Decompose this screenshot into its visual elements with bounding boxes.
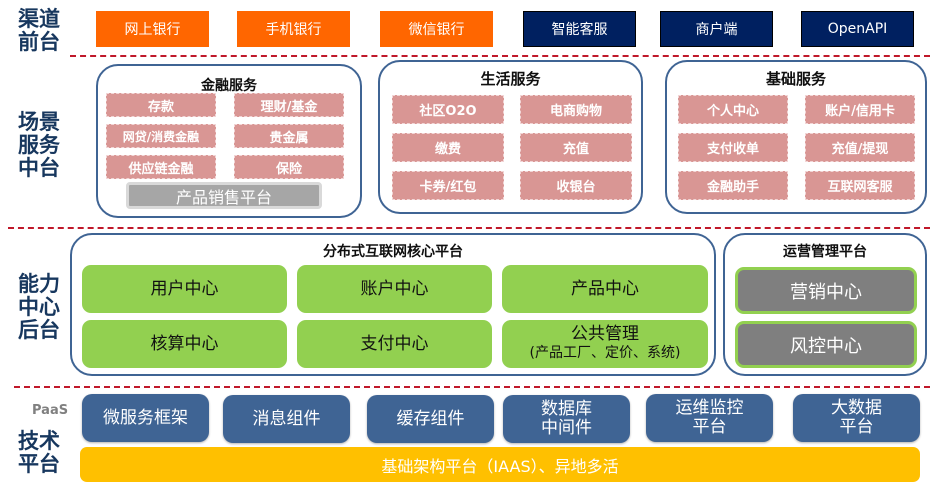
module-label: 用户中心 bbox=[150, 278, 219, 299]
group-ops-platform: 运营管理平台 营销中心 风控中心 bbox=[723, 233, 927, 376]
service-item[interactable]: 金融助手 bbox=[678, 171, 788, 200]
service-item[interactable]: 互联网客服 bbox=[805, 171, 915, 200]
group-title: 基础服务 bbox=[765, 70, 826, 88]
component-label: 微服务框架 bbox=[103, 407, 188, 428]
core-module-payment-center[interactable]: 支付中心 bbox=[297, 320, 492, 368]
paas-component-messaging[interactable]: 消息组件 bbox=[223, 395, 350, 443]
layer-label-channel: 渠道 前台 bbox=[18, 7, 60, 54]
paas-component-microservice[interactable]: 微服务框架 bbox=[82, 394, 209, 442]
group-life-services: 生活服务 社区O2O 电商购物 缴费 充值 卡券/红包 收银台 bbox=[378, 60, 643, 214]
layer-label-tech: 技术 平台 bbox=[18, 429, 60, 476]
layer-divider bbox=[70, 55, 930, 57]
service-item[interactable]: 电商购物 bbox=[520, 95, 632, 124]
layer-divider bbox=[8, 227, 930, 229]
service-item[interactable]: 缴费 bbox=[392, 133, 504, 162]
service-item[interactable]: 支付收单 bbox=[678, 133, 788, 162]
core-module-account-center[interactable]: 账户中心 bbox=[297, 265, 492, 313]
service-item[interactable]: 社区O2O bbox=[392, 95, 504, 124]
component-label: 平台 bbox=[692, 417, 727, 437]
channel-wechat-banking[interactable]: 微信银行 bbox=[380, 11, 493, 47]
paas-label: PaaS bbox=[32, 403, 69, 418]
service-item[interactable]: 充值 bbox=[520, 133, 632, 162]
layer-label-capability: 能力 中心 后台 bbox=[18, 272, 60, 342]
product-sales-platform[interactable]: 产品销售平台 bbox=[126, 182, 322, 209]
component-label: 运维监控 bbox=[675, 398, 744, 418]
service-item[interactable]: 充值/提现 bbox=[805, 133, 915, 162]
channel-smart-service[interactable]: 智能客服 bbox=[523, 11, 636, 47]
service-item[interactable]: 理财/基金 bbox=[234, 93, 344, 117]
paas-component-cache[interactable]: 缓存组件 bbox=[367, 395, 494, 443]
module-sublabel: (产品工厂、定价、系统) bbox=[529, 345, 681, 361]
module-label: 公共管理 bbox=[571, 324, 639, 344]
service-item[interactable]: 保险 bbox=[234, 155, 344, 179]
service-item[interactable]: 贵金属 bbox=[234, 124, 344, 148]
group-title: 生活服务 bbox=[480, 70, 541, 88]
channel-mobile-banking[interactable]: 手机银行 bbox=[237, 11, 350, 47]
ops-module-risk-center[interactable]: 风控中心 bbox=[735, 321, 917, 368]
ops-module-marketing-center[interactable]: 营销中心 bbox=[735, 267, 917, 314]
core-module-accounting-center[interactable]: 核算中心 bbox=[82, 320, 287, 368]
core-module-public-management[interactable]: 公共管理 (产品工厂、定价、系统) bbox=[502, 320, 708, 368]
component-label: 缓存组件 bbox=[396, 408, 465, 429]
module-label: 核算中心 bbox=[150, 333, 219, 354]
infrastructure-platform-bar[interactable]: 基础架构平台（IAAS）、异地多活 bbox=[80, 447, 920, 482]
component-label: 数据库 bbox=[541, 399, 592, 419]
layer-divider bbox=[14, 386, 930, 388]
component-label: 中间件 bbox=[541, 418, 592, 438]
group-title: 分布式互联网核心平台 bbox=[323, 244, 463, 260]
module-label: 账户中心 bbox=[360, 278, 429, 299]
core-module-user-center[interactable]: 用户中心 bbox=[82, 265, 287, 313]
group-finance-services: 金融服务 存款 理财/基金 网贷/消费金融 贵金属 供应链金融 保险 产品销售平… bbox=[96, 64, 362, 218]
channel-online-banking[interactable]: 网上银行 bbox=[96, 11, 209, 47]
paas-component-big-data[interactable]: 大数据 平台 bbox=[793, 394, 920, 442]
group-core-platform: 分布式互联网核心平台 用户中心 账户中心 产品中心 核算中心 支付中心 公共管理… bbox=[70, 233, 716, 376]
service-item[interactable]: 账户/信用卡 bbox=[805, 95, 915, 124]
paas-component-db-middleware[interactable]: 数据库 中间件 bbox=[503, 395, 630, 443]
module-label: 支付中心 bbox=[360, 333, 429, 354]
group-title: 金融服务 bbox=[201, 78, 257, 94]
service-item[interactable]: 卡券/红包 bbox=[392, 171, 504, 200]
channel-merchant[interactable]: 商户端 bbox=[660, 11, 773, 47]
service-item[interactable]: 收银台 bbox=[520, 171, 632, 200]
group-title: 运营管理平台 bbox=[783, 244, 867, 260]
service-item[interactable]: 存款 bbox=[106, 93, 216, 117]
channel-openapi[interactable]: OpenAPI bbox=[801, 11, 914, 47]
component-label: 大数据 bbox=[831, 398, 882, 418]
group-basic-services: 基础服务 个人中心 账户/信用卡 支付收单 充值/提现 金融助手 互联网客服 bbox=[665, 60, 927, 214]
layer-label-scene: 场景 服务 中台 bbox=[18, 110, 60, 180]
module-label: 产品中心 bbox=[571, 278, 639, 299]
core-module-product-center[interactable]: 产品中心 bbox=[502, 265, 708, 313]
component-label: 平台 bbox=[839, 417, 874, 437]
service-item[interactable]: 网贷/消费金融 bbox=[106, 124, 216, 148]
service-item[interactable]: 个人中心 bbox=[678, 95, 788, 124]
component-label: 消息组件 bbox=[252, 408, 321, 429]
paas-component-ops-monitoring[interactable]: 运维监控 平台 bbox=[646, 394, 773, 442]
service-item[interactable]: 供应链金融 bbox=[106, 155, 216, 179]
